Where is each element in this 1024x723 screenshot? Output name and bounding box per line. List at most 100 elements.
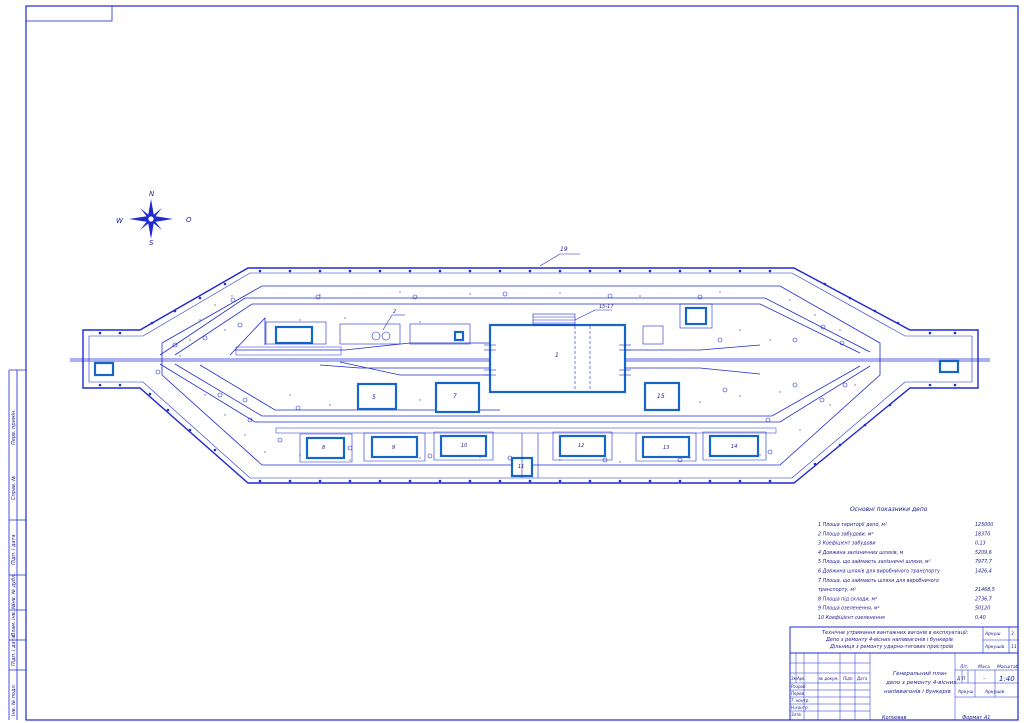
callout-19: 19 bbox=[560, 246, 568, 253]
stamp-sheet-title-2: депо з ремонту 4-вісних bbox=[885, 680, 957, 686]
indicators-table: Основні показники депо 1 Площа території… bbox=[818, 506, 995, 621]
building-1 bbox=[488, 323, 627, 394]
side-strip: Перв. примін. Справ. № Підп. і дата Інв.… bbox=[8, 369, 26, 720]
top-left-cell bbox=[25, 5, 113, 22]
compass-west: W bbox=[116, 217, 124, 225]
stamp-lit: Літ. bbox=[959, 664, 969, 670]
building-10 bbox=[439, 434, 488, 458]
building-upper-a bbox=[274, 325, 314, 345]
stamp-sheet-title-1: Генеральний план bbox=[893, 671, 947, 677]
stamp-topic-3: Дільниця з ремонту ударно-тягових пристр… bbox=[829, 644, 953, 650]
title-block: Аркуш 3 Аркушів 11 Технічне утримання ва… bbox=[789, 626, 1019, 721]
building-9 bbox=[370, 435, 419, 459]
indicator-value: 0,13 bbox=[975, 541, 986, 547]
building-13-label: 13 bbox=[663, 445, 669, 451]
indicator-value: 50120 bbox=[975, 606, 990, 612]
building-15-17 bbox=[532, 313, 576, 326]
stamp-lit-val: Д П bbox=[956, 676, 966, 682]
stamp-r-ncontrol: Н.контр. bbox=[791, 705, 809, 710]
stamp-hdr-change: Зм. bbox=[791, 676, 798, 681]
indicator-label: 6 Довжина шляхів для виробничого транспо… bbox=[818, 569, 940, 575]
building-8 bbox=[305, 436, 346, 460]
compass-rose-icon bbox=[129, 199, 173, 239]
building-9-label: 9 bbox=[392, 445, 395, 451]
indicator-label: 2 Площа забудови, м² bbox=[818, 531, 873, 537]
building-12-label: 12 bbox=[578, 443, 584, 449]
building-1-label: 1 bbox=[555, 352, 559, 359]
compass-south: S bbox=[149, 239, 154, 247]
building-15 bbox=[643, 381, 681, 412]
building-13 bbox=[641, 435, 691, 459]
greenery-texture bbox=[179, 291, 856, 463]
stamp-right-arkush-val: 3 bbox=[1011, 631, 1014, 637]
stamp-mass-val: – bbox=[983, 676, 986, 682]
strip-label: Підп. і дата bbox=[11, 534, 17, 565]
indicator-label: 7 Площа, що займають шляхи для виробничо… bbox=[818, 578, 939, 584]
strip-label: Справ. № bbox=[11, 476, 17, 500]
stamp-hdr-date: Дата bbox=[856, 676, 868, 681]
indicators-title: Основні показники депо bbox=[850, 506, 928, 513]
indicator-label: 5 Площа, що займають залізничні шляхи, м… bbox=[818, 559, 931, 565]
building-14-label: 14 bbox=[731, 444, 737, 450]
stamp-format: Формат А1 bbox=[962, 715, 990, 721]
sheet-frame bbox=[25, 5, 1019, 721]
stamp-topic-1: Технічне утримання вантажних вагонів в е… bbox=[822, 630, 969, 636]
strip-label: Підп. і дата bbox=[11, 635, 17, 666]
stamp-topic-2: Депо з ремонту 4-вісних напіввагонів і б… bbox=[825, 637, 953, 643]
indicator-value: 125000 bbox=[975, 522, 993, 528]
building-7-label: 7 bbox=[453, 393, 457, 400]
building-15-label: 15 bbox=[657, 393, 665, 400]
strip-label: Перв. примін. bbox=[11, 409, 17, 445]
stamp-sheet-title-3: напіввагонів і бункерів bbox=[884, 689, 951, 695]
strip-label: Інв. № дубл. bbox=[11, 573, 17, 605]
stamp-hdr-doc: № докум. bbox=[818, 676, 839, 681]
callout-15-17: 15-17 bbox=[599, 304, 614, 310]
site-plan: 19 1 15-17 2 bbox=[70, 246, 990, 484]
stamp-kopiuvav: Копіював bbox=[882, 715, 906, 721]
building-12 bbox=[558, 434, 607, 458]
building-10-label: 10 bbox=[461, 443, 467, 449]
stamp-right-arkushiv-val: 11 bbox=[1011, 644, 1017, 650]
indicator-label: 3 Коефіцієнт забудови bbox=[818, 541, 875, 547]
indicator-label: 8 Площа під склади, м² bbox=[818, 596, 877, 602]
indicator-value: 7977,7 bbox=[975, 559, 992, 565]
stamp-r-tcontrol: Т. контр. bbox=[791, 698, 810, 703]
indicator-label: 10 Коефіцієнт озеленення bbox=[818, 615, 885, 621]
callout-2: 2 bbox=[393, 309, 396, 315]
building-upper-right bbox=[684, 306, 708, 326]
building-2-area bbox=[339, 323, 401, 345]
indicator-label: 1 Площа території депо, м² bbox=[818, 522, 887, 528]
stamp-r-check: Перев. bbox=[791, 691, 805, 696]
stamp-r-appr: Затв. bbox=[791, 712, 802, 717]
indicator-value: 0,40 bbox=[975, 615, 986, 621]
stamp-right-arkush: Аркуш bbox=[984, 631, 1000, 637]
stamp-hdr-sheet: Арк. bbox=[796, 676, 806, 681]
stamp-hdr-sign: Підп. bbox=[843, 676, 854, 681]
indicator-label: 4 Довжина залізничних шляхів, м bbox=[818, 550, 904, 556]
indicator-label: транспорту, м² bbox=[818, 588, 856, 593]
building-5 bbox=[356, 382, 398, 411]
indicator-label: 9 Площа озеленення, м² bbox=[818, 606, 880, 612]
strip-label: Взам. інв. № bbox=[11, 604, 17, 636]
stamp-mass: Маса bbox=[978, 664, 990, 670]
indicator-value: 1426,4 bbox=[975, 569, 992, 575]
stamp-scale-val: 1:40 bbox=[999, 675, 1015, 683]
gate-right bbox=[938, 359, 960, 374]
indicator-value: 21468,5 bbox=[975, 587, 995, 593]
building-11-label: 11 bbox=[518, 464, 524, 470]
compass-north: N bbox=[149, 190, 155, 198]
site-boundary bbox=[82, 267, 979, 484]
gate-left bbox=[93, 361, 115, 377]
strip-label: Інв. № подл. bbox=[11, 684, 17, 716]
building-7 bbox=[434, 381, 481, 414]
building-14 bbox=[708, 434, 760, 458]
stamp-r-dev: Розроб. bbox=[791, 684, 807, 689]
compass-east: O bbox=[186, 216, 192, 224]
stamp-arkushiv: Аркушів bbox=[984, 689, 1005, 695]
stamp-right-arkushiv: Аркушів bbox=[984, 644, 1005, 650]
indicator-value: 2736,7 bbox=[975, 596, 992, 602]
building-8-label: 8 bbox=[322, 445, 325, 451]
stamp-scale: Масштаб bbox=[997, 664, 1019, 670]
indicator-value: 5209,6 bbox=[975, 550, 992, 556]
